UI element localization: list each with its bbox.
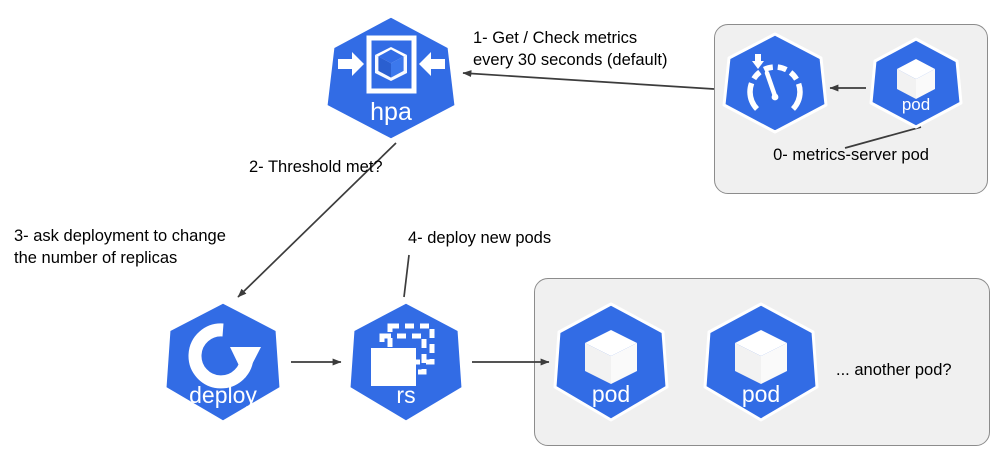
pod-cube-icon <box>897 59 935 99</box>
group-metrics-server-caption: 0- metrics-server pod <box>773 146 929 164</box>
pod-shape <box>703 302 819 422</box>
replicaset-shape <box>347 300 465 424</box>
node-hpa[interactable]: hpa <box>324 14 458 142</box>
hpa-scale-icon <box>338 35 445 94</box>
deployment-refresh-icon <box>188 323 261 389</box>
label-step-1-line-1: 1- Get / Check metrics <box>473 29 638 47</box>
node-metrics-server-pod[interactable]: pod <box>869 37 963 129</box>
pod-cube-icon <box>585 330 637 384</box>
edge-metrics-server-to-hpa <box>462 70 715 90</box>
pod-cube-icon <box>735 330 787 384</box>
label-step-2: 2- Threshold met? <box>249 158 383 176</box>
node-pod-1[interactable]: pod <box>551 302 671 422</box>
pod-shape <box>869 37 963 129</box>
node-metrics-server[interactable] <box>722 32 828 134</box>
pod-shape <box>553 302 669 422</box>
hpa-shape <box>324 14 458 142</box>
metrics-gauge-icon <box>747 54 803 111</box>
label-step-1-line-2: every 30 seconds (default) <box>473 51 668 69</box>
label-step-3-line-1: 3- ask deployment to change <box>14 227 226 245</box>
replicaset-stack-icon <box>371 323 435 386</box>
label-step-3-line-2: the number of replicas <box>14 249 178 267</box>
node-replicaset[interactable]: rs <box>345 300 467 424</box>
label-another-pod: ... another pod? <box>836 361 952 379</box>
deployment-shape <box>163 300 283 424</box>
node-pod-2[interactable]: pod <box>701 302 821 422</box>
node-deployment[interactable]: deploy <box>161 300 285 424</box>
metrics-server-shape <box>722 32 828 134</box>
download-arrow-icon <box>752 54 764 69</box>
label-step-4: 4- deploy new pods <box>408 229 552 247</box>
edge-step4-leader-line <box>403 254 410 298</box>
